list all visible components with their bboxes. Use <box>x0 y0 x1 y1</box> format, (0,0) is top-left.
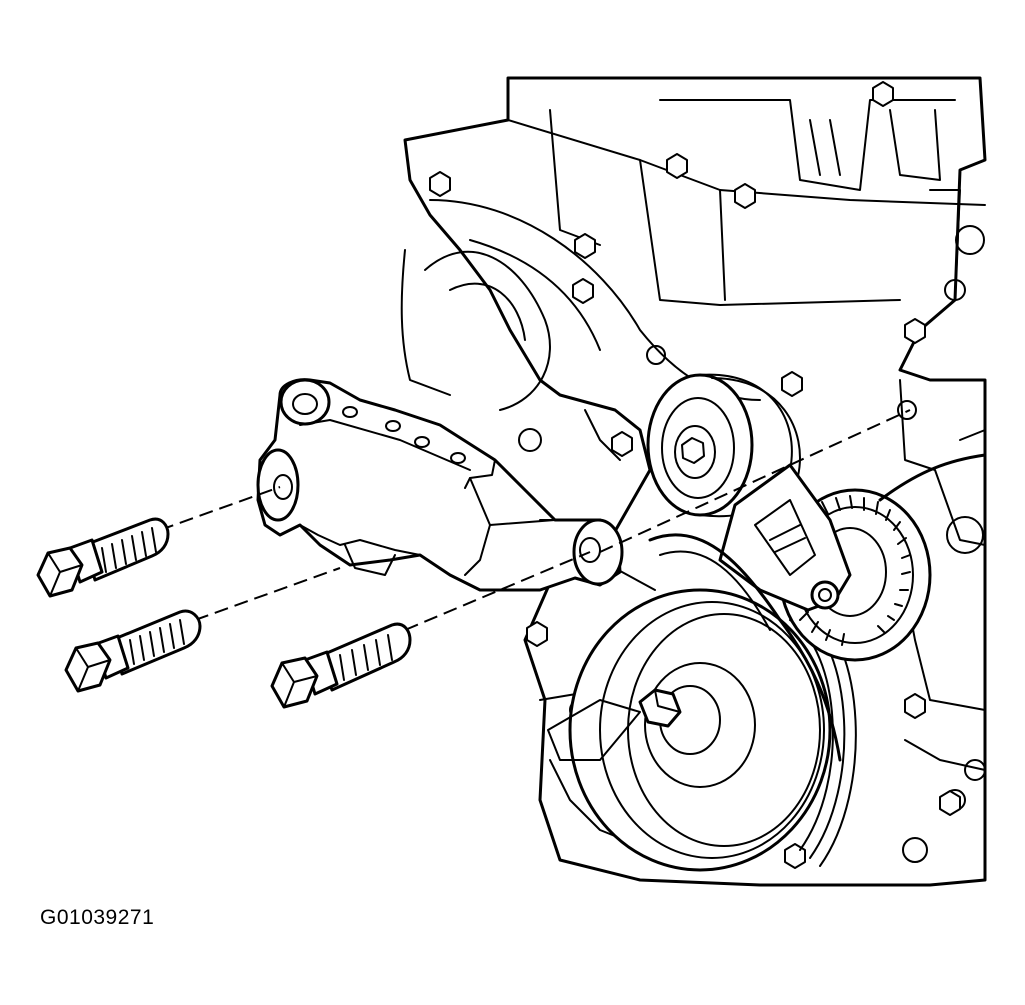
figure-id-label: G01039271 <box>40 906 155 929</box>
upper-bolt <box>36 517 170 598</box>
drive-belt <box>648 453 987 762</box>
middle-bolt <box>64 609 202 693</box>
engine-front-cover <box>400 76 987 887</box>
lower-bolt <box>270 622 412 709</box>
generator-bracket <box>256 378 624 592</box>
alignment-lines <box>159 409 911 631</box>
tensioner-arm <box>718 463 852 612</box>
engine-bolt-heads <box>429 81 961 869</box>
